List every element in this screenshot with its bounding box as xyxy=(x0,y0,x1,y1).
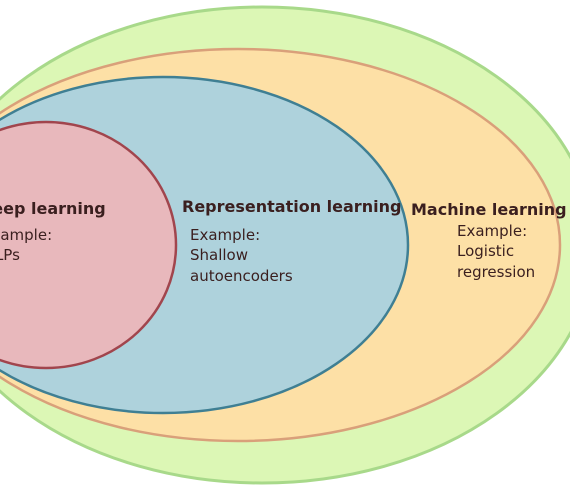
machine-learning-example-line-3: regression xyxy=(457,263,535,281)
machine-learning-title: Machine learning xyxy=(411,200,567,219)
machine-learning-example-line-1: Example: xyxy=(457,222,527,240)
deep-learning-example-line-2: MLPs xyxy=(0,246,20,264)
representation-learning-example-line-2: Shallow xyxy=(190,246,248,264)
representation-learning-example-line-1: Example: xyxy=(190,226,260,244)
deep-learning-example-line-1: Example: xyxy=(0,226,52,244)
machine-learning-example-line-2: Logistic xyxy=(457,242,514,260)
deep-learning-ellipse xyxy=(0,120,178,370)
representation-learning-title: Representation learning xyxy=(182,197,401,216)
representation-learning-example-line-3: autoencoders xyxy=(190,267,293,285)
deep-learning-title: Deep learning xyxy=(0,199,106,218)
